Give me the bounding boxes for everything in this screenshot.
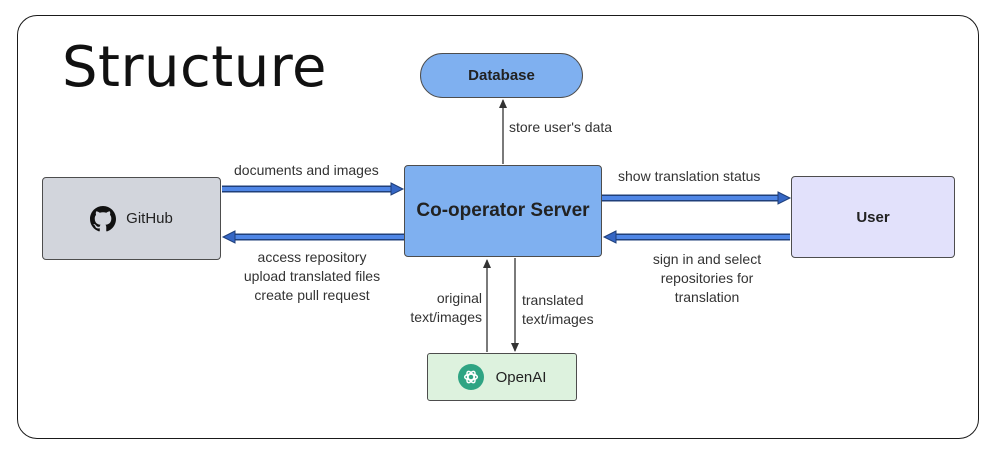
arrow-server-to-github bbox=[221, 230, 404, 244]
openai-label: OpenAI bbox=[495, 368, 547, 386]
label-documents-images: documents and images bbox=[234, 162, 379, 178]
label-sign-in-line: repositories for bbox=[660, 270, 754, 286]
label-sign-in: sign in and select repositories for tran… bbox=[612, 250, 802, 307]
label-access-line: access repository bbox=[257, 249, 367, 265]
label-translated-line: translated bbox=[522, 292, 584, 308]
user-label: User bbox=[856, 208, 890, 226]
github-node: GitHub bbox=[42, 177, 221, 260]
label-access-line: create pull request bbox=[254, 287, 370, 303]
openai-icon bbox=[457, 364, 484, 390]
label-translated-line: text/images bbox=[522, 311, 594, 327]
openai-node: OpenAI bbox=[427, 353, 577, 401]
github-label: GitHub bbox=[126, 210, 173, 227]
label-store-data: store user's data bbox=[509, 119, 613, 135]
user-node: User bbox=[791, 176, 955, 258]
label-original-line: text/images bbox=[410, 309, 482, 325]
arrow-github-to-server bbox=[222, 182, 405, 196]
database-label: Database bbox=[468, 67, 535, 84]
label-access-line: upload translated files bbox=[243, 268, 381, 284]
database-node: Database bbox=[420, 53, 583, 98]
label-original-text: original text/images bbox=[396, 289, 482, 327]
label-translated-text: translated text/images bbox=[522, 291, 594, 329]
server-label: Co-operator Server bbox=[416, 200, 590, 221]
label-original-line: original bbox=[436, 290, 482, 306]
label-sign-in-line: translation bbox=[674, 289, 740, 305]
github-icon bbox=[90, 205, 117, 231]
label-access-actions: access repository upload translated file… bbox=[222, 248, 402, 305]
label-translation-status: show translation status bbox=[618, 168, 761, 184]
server-node: Co-operator Server bbox=[404, 165, 602, 257]
arrow-server-to-user bbox=[602, 191, 792, 205]
slide-title: Structure bbox=[62, 35, 328, 100]
arrow-user-to-server bbox=[602, 230, 790, 244]
label-sign-in-line: sign in and select bbox=[652, 251, 762, 267]
